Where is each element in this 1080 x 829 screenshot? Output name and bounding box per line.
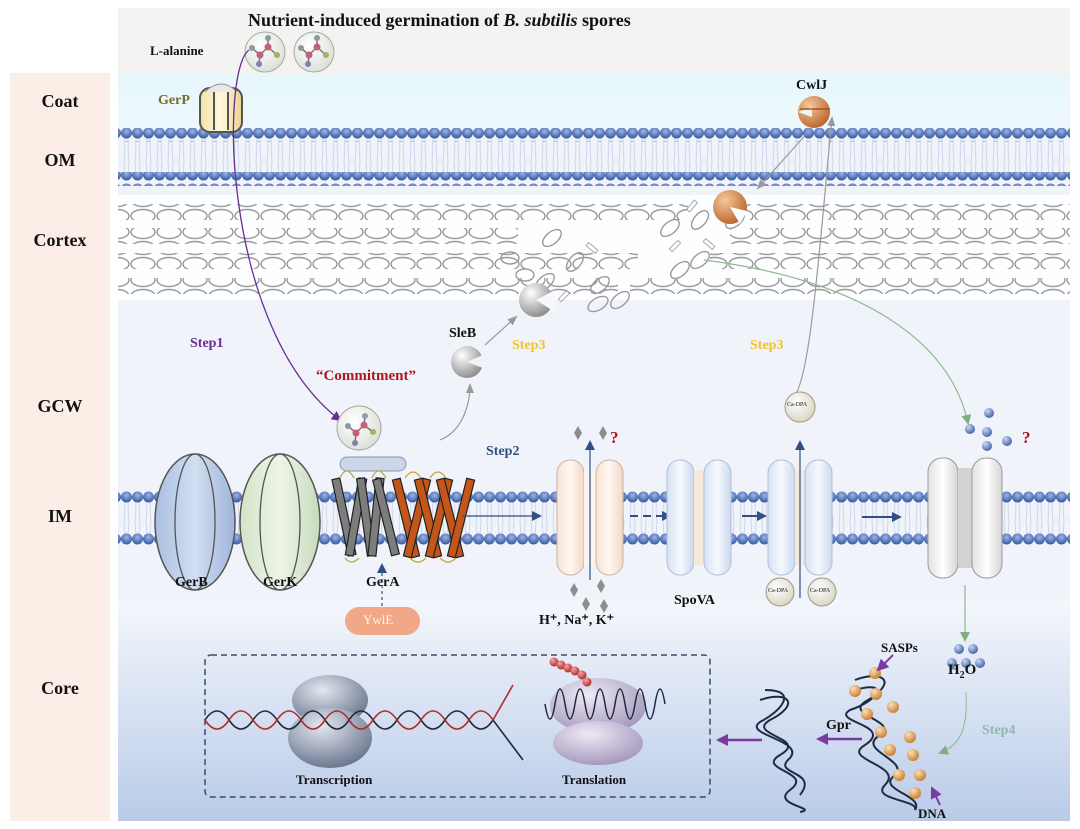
region-label-coat: Coat (41, 91, 79, 111)
sleb-activation-arrow (484, 315, 518, 346)
cwlj-enzyme (798, 96, 830, 128)
gera-label: GerA (366, 575, 400, 590)
translation-label: Translation (562, 772, 627, 787)
ywle-label: YwlE (363, 612, 394, 627)
gpr-label: Gpr (826, 718, 851, 733)
water-unknown-mark: ? (1022, 428, 1031, 447)
commitment-label: “Commitment” (316, 368, 416, 384)
region-label-core: Core (41, 678, 79, 698)
cwlj-active-enzyme (713, 190, 747, 224)
step4-arrow (938, 691, 967, 755)
water-molecules-core (947, 644, 985, 668)
ion-channel (556, 440, 624, 580)
cortex-hydrolysis-water-arrow (703, 259, 972, 425)
step1-arrow (232, 49, 342, 422)
ion-diamonds (570, 426, 608, 613)
cortex-peptidoglycan (118, 199, 1070, 313)
step1-label: Step1 (190, 336, 224, 351)
step3-label-sleb: Step3 (512, 338, 546, 353)
sleb-active-enzyme (519, 283, 555, 317)
transcription-dna (204, 684, 524, 761)
cwlj-label: CwlJ (796, 78, 828, 93)
gera-to-sleb-arrow (439, 383, 474, 441)
gerk-label: GerK (263, 575, 298, 590)
spova-channel (666, 459, 732, 576)
nascent-peptide (549, 657, 592, 687)
sasp-dna-complex (845, 654, 942, 811)
h2o-label: H2O (948, 662, 976, 681)
ca-dpa-label-released: Ca-DPA (787, 402, 808, 408)
region-label-gcw: GCW (37, 396, 83, 416)
h2o-o: O (964, 662, 977, 678)
spova-ca-dpa-channel (767, 440, 833, 598)
ca-dpa-molecules (765, 391, 837, 607)
sleb-enzyme (451, 346, 483, 378)
region-label-om: OM (44, 150, 76, 170)
outer-membrane (118, 128, 1070, 186)
coat-layer (118, 73, 1070, 133)
step2-label: Step2 (486, 444, 520, 459)
cwlj-activation-arrow (756, 129, 811, 190)
ribosome (544, 678, 666, 765)
ca-dpa-label-core-1: Ca-DPA (768, 588, 789, 594)
gerb-label: GerB (175, 575, 208, 590)
bound-l-alanine (336, 405, 382, 451)
ca-dpa-label-core-2: Ca-DPA (810, 588, 831, 594)
region-label-im: IM (48, 506, 72, 526)
gerp-label: GerP (158, 93, 190, 108)
transcription-label: Transcription (296, 772, 373, 787)
step3-label-cwlj: Step3 (750, 338, 784, 353)
free-dna (755, 689, 806, 813)
spova-label: SpoVA (674, 593, 715, 608)
title-suffix: spores (577, 10, 631, 30)
l-alanine-label: L-alanine (150, 43, 204, 58)
gerb-receptor (154, 453, 236, 591)
title-species: B. subtilis (503, 10, 578, 30)
region-label-cortex: Cortex (33, 230, 87, 250)
region-label-column (10, 73, 110, 821)
diagram-title: Nutrient-induced germination of B. subti… (248, 10, 631, 31)
sleb-label: SleB (449, 326, 477, 341)
h2o-h: H (948, 662, 960, 678)
h2o-subscript: 2 (959, 670, 965, 681)
water-channel (927, 457, 1003, 642)
gera-receptor (331, 456, 476, 563)
step4-label: Step4 (982, 723, 1016, 738)
ions-label: H⁺, Na⁺, K⁺ (539, 613, 615, 628)
dna-label: DNA (918, 806, 947, 821)
title-prefix: Nutrient-induced germination of (248, 10, 504, 30)
ca-dpa-to-cwlj-arrow (791, 116, 836, 399)
ion-unknown-mark: ? (610, 428, 619, 447)
sasps-label: SASPs (881, 640, 918, 655)
ywle-protein (345, 563, 420, 635)
gerp-channel (199, 83, 243, 133)
gerk-receptor (239, 453, 321, 591)
l-alanine-molecules (244, 31, 335, 73)
water-molecules-outside (965, 408, 1012, 451)
